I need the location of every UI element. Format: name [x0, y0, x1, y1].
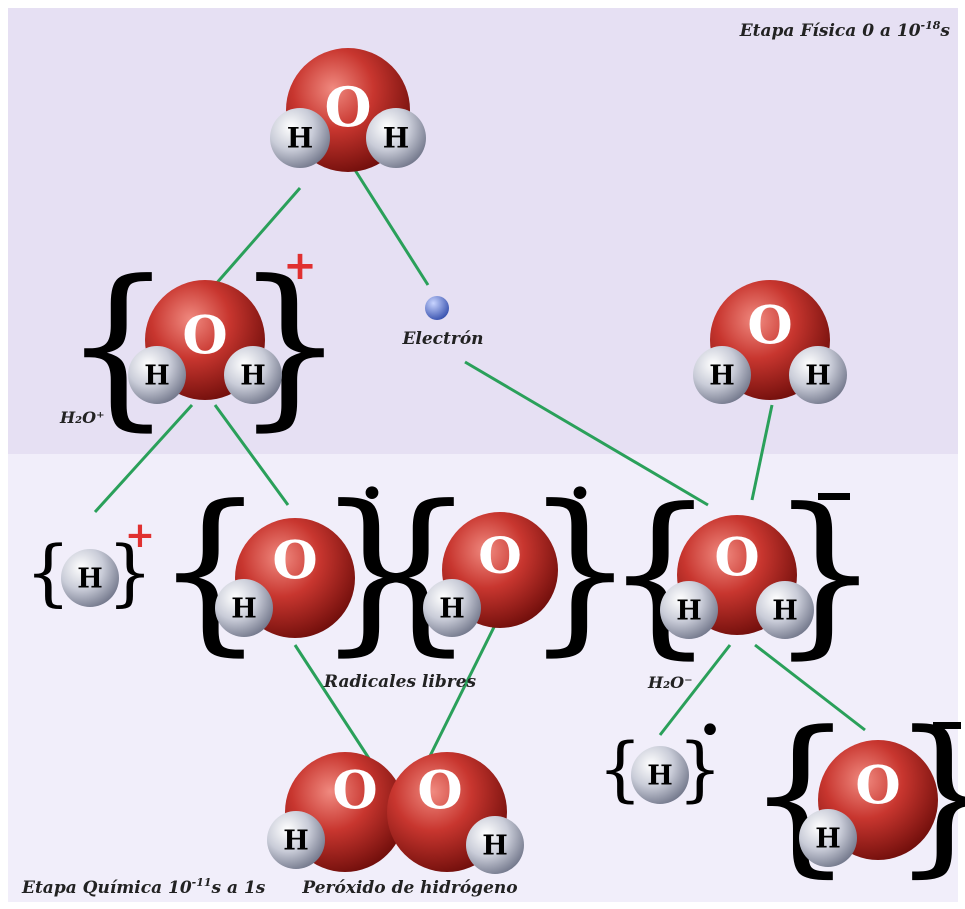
line-electron-to-h2o-minus: [464, 360, 709, 507]
hydrogen-symbol: H: [439, 594, 465, 625]
hydrogen-atom: [423, 579, 481, 637]
physical-stage-label: Etapa Física 0 a 10-18s: [739, 19, 951, 41]
hydrogen-peroxide-label: Peróxido de hidrógeno: [301, 878, 517, 898]
hydrogen-plus-ion: { } H +: [25, 515, 155, 614]
hydrogen-symbol: H: [709, 361, 735, 392]
hydroxyl-radical-2: { } O H •: [364, 469, 635, 672]
radical-dot: •: [567, 469, 593, 520]
plus-charge: +: [125, 515, 155, 556]
hydrogen-symbol: H: [144, 361, 170, 392]
water-molecule-top: O H H: [270, 48, 426, 172]
hydrogen-symbol: H: [676, 596, 702, 627]
electron: Electrón: [401, 296, 484, 349]
chemical-stage-label: Etapa Química 10-11s a 1s: [21, 876, 266, 898]
hydrogen-atom: [215, 579, 273, 637]
hydrogen-symbol: H: [647, 761, 673, 792]
hydrogen-atom: [466, 816, 524, 874]
hydrogen-atom: [61, 549, 119, 607]
line-water-to-h2o-plus: [213, 187, 302, 286]
water-molecule-right: O H H: [693, 280, 847, 404]
hydrogen-atom: [693, 346, 751, 404]
hydrogen-symbol: H: [231, 594, 257, 625]
connection-lines: [93, 169, 866, 761]
line-oh-radical-1-to-peroxide: [293, 644, 372, 761]
hydrogen-symbol: H: [240, 361, 266, 392]
line-h2o-minus-to-h-radical: [658, 644, 732, 736]
oxygen-symbol: O: [182, 306, 227, 367]
electron-particle: [425, 296, 449, 320]
minus-charge: [933, 722, 961, 729]
plus-charge: +: [283, 243, 317, 289]
hydrogen-symbol: H: [383, 122, 409, 155]
hydrogen-atom: [756, 581, 814, 639]
h2o-plus-ion: { } O H H + H₂O⁺: [59, 243, 346, 447]
h2o-plus-label: H₂O⁺: [59, 408, 105, 427]
hydrogen-peroxide: O O H H Peróxido de hidrógeno: [267, 752, 524, 898]
hydrogen-symbol: H: [772, 596, 798, 627]
minus-charge: [818, 493, 850, 500]
hydrogen-atom: [224, 346, 282, 404]
hydrogen-symbol: H: [283, 826, 309, 857]
hydrogen-atom: [270, 108, 330, 168]
free-radicals-label: Radicales libres: [323, 672, 477, 692]
line-h2o-plus-to-h-plus: [93, 403, 194, 514]
hydrogen-atom: [799, 809, 857, 867]
hydrogen-atom: [267, 811, 325, 869]
oxygen-symbol: O: [855, 756, 900, 817]
oxygen-symbol: O: [272, 531, 317, 592]
electron-label: Electrón: [401, 329, 483, 349]
radical-dot: •: [698, 708, 722, 754]
hydrogen-symbol: H: [805, 361, 831, 392]
hydrogen-atom: [631, 746, 689, 804]
hydrogen-atom: [660, 581, 718, 639]
hydroxide-ion: { } O H: [746, 695, 965, 893]
hydrogen-atom: [128, 346, 186, 404]
hydrogen-symbol: H: [482, 831, 508, 862]
oxygen-symbol: O: [324, 75, 371, 139]
line-h2o-minus-to-oh-minus: [754, 643, 866, 732]
line-h2o-plus-to-oh-radical: [213, 404, 290, 506]
oxygen-symbol: O: [478, 526, 522, 585]
hydrogen-symbol: H: [77, 564, 103, 595]
hydrogen-symbol: H: [815, 824, 841, 855]
oxygen-symbol: O: [714, 528, 759, 589]
line-water-right-to-h2o-minus: [750, 404, 774, 501]
line-water-to-electron: [353, 169, 430, 286]
line-oh-radical-2-to-peroxide: [426, 614, 502, 761]
hydrogen-radical: { } H •: [598, 708, 723, 810]
oxygen-symbol: O: [747, 296, 792, 357]
oxygen-symbol: O: [417, 761, 462, 822]
hydrogen-symbol: H: [287, 122, 313, 155]
h2o-minus-ion: { } O H H H₂O⁻: [604, 472, 880, 692]
oxygen-symbol: O: [332, 761, 377, 822]
hydrogen-atom: [366, 108, 426, 168]
hydrogen-atom: [789, 346, 847, 404]
h2o-minus-label: H₂O⁻: [647, 673, 693, 692]
radical-dot: •: [359, 469, 385, 520]
hydroxyl-radical-1: { } O H •: [154, 469, 427, 672]
